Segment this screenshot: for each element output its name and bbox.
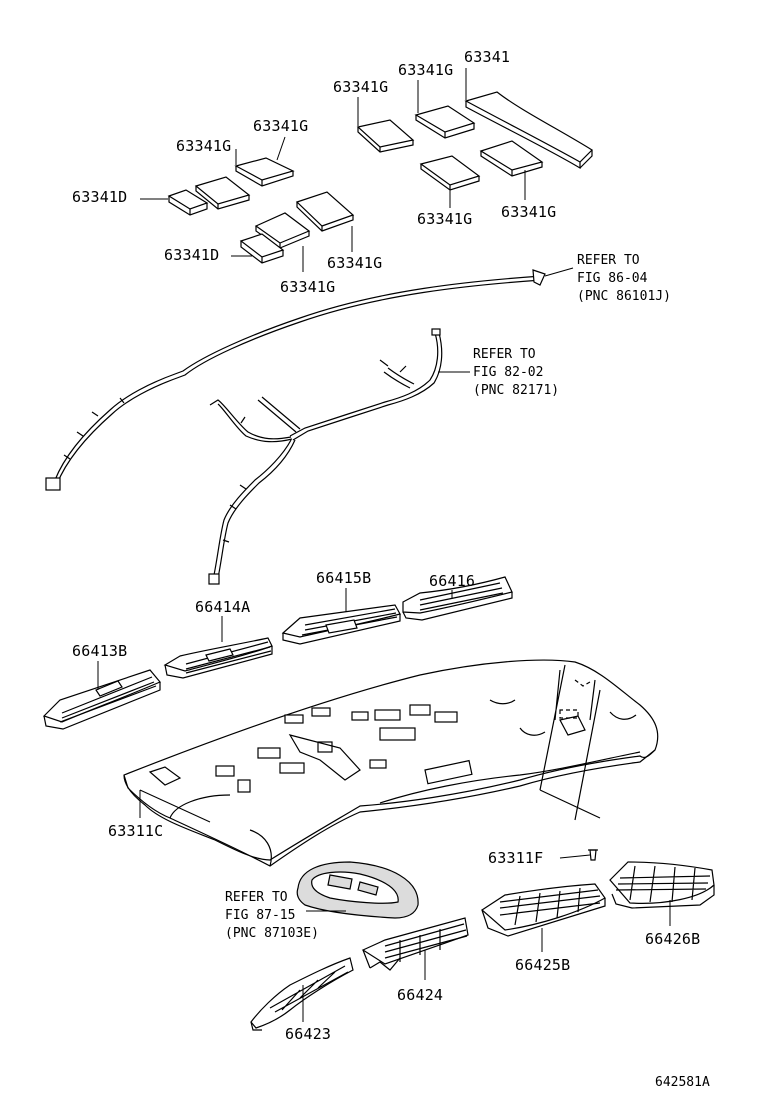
reference-note-fig-86-04: REFER TO FIG 86-04 (PNC 86101J): [577, 252, 671, 306]
center-wire-harness: [208, 328, 443, 585]
trim-66426b: [609, 861, 715, 909]
label-63341g: 63341G: [176, 137, 232, 155]
label-63341g: 63341G: [417, 210, 473, 228]
map-lamp-housing: [296, 861, 419, 919]
headliner-63311c: [123, 659, 659, 867]
label-63341d: 63341D: [72, 188, 128, 206]
reference-note-fig-82-02: REFER TO FIG 82-02 (PNC 82171): [473, 346, 559, 400]
ref-line-2: FIG 87-15: [225, 908, 296, 923]
pad-63341g-top-a: [414, 105, 476, 139]
trim-66424: [361, 917, 469, 971]
pad-63341g-lower-b: [295, 191, 355, 232]
clip-63311f: [588, 849, 598, 861]
ref-line-2: FIG 82-02: [473, 365, 544, 380]
label-63311c: 63311C: [108, 822, 164, 840]
pad-63341d-b: [239, 233, 285, 264]
label-63341: 63341: [464, 48, 511, 66]
label-63341g: 63341G: [327, 254, 383, 272]
label-63341g: 63341G: [501, 203, 557, 221]
label-66426b: 66426B: [645, 930, 701, 948]
label-63341d: 63341D: [164, 246, 220, 264]
ref-line-2: FIG 86-04: [577, 271, 648, 286]
pad-63341d-a: [167, 189, 209, 216]
label-66414a: 66414A: [195, 598, 251, 616]
label-63341g: 63341G: [253, 117, 309, 135]
ref-line-3: (PNC 82171): [473, 383, 560, 398]
label-63341g: 63341G: [398, 61, 454, 79]
ref-line-3: (PNC 87103E): [225, 926, 319, 941]
trim-66413b: [42, 669, 161, 730]
label-63341g: 63341G: [280, 278, 336, 296]
ref-line-1: REFER TO: [577, 253, 640, 268]
trim-66415b: [281, 604, 401, 645]
ref-line-1: REFER TO: [225, 890, 288, 905]
label-66424: 66424: [397, 986, 444, 1004]
ref-line-1: REFER TO: [473, 347, 536, 362]
pad-63341g-mid-a: [419, 155, 481, 191]
label-66423: 66423: [285, 1025, 332, 1043]
trim-66423: [250, 957, 354, 1031]
pad-63341g-left-a: [234, 157, 295, 187]
pad-63341g-top-b: [356, 119, 415, 153]
trim-66416: [402, 576, 513, 621]
trim-66425b: [481, 883, 606, 937]
diagram-id: 642581A: [655, 1075, 710, 1090]
pad-63341: [464, 91, 593, 170]
label-66415b: 66415B: [316, 569, 372, 587]
pad-63341g-left-b: [194, 176, 251, 210]
label-66413b: 66413B: [72, 642, 128, 660]
label-63311f: 63311F: [488, 849, 544, 867]
roof-wire-harness: [45, 269, 546, 491]
label-66425b: 66425B: [515, 956, 571, 974]
trim-66414a: [163, 637, 273, 679]
leader-lines: [97, 68, 671, 1022]
label-63341g: 63341G: [333, 78, 389, 96]
label-66416: 66416: [429, 572, 476, 590]
pad-63341g-mid-b: [479, 140, 544, 177]
ref-line-3: (PNC 86101J): [577, 289, 671, 304]
reference-note-fig-87-15: REFER TO FIG 87-15 (PNC 87103E): [225, 889, 319, 943]
